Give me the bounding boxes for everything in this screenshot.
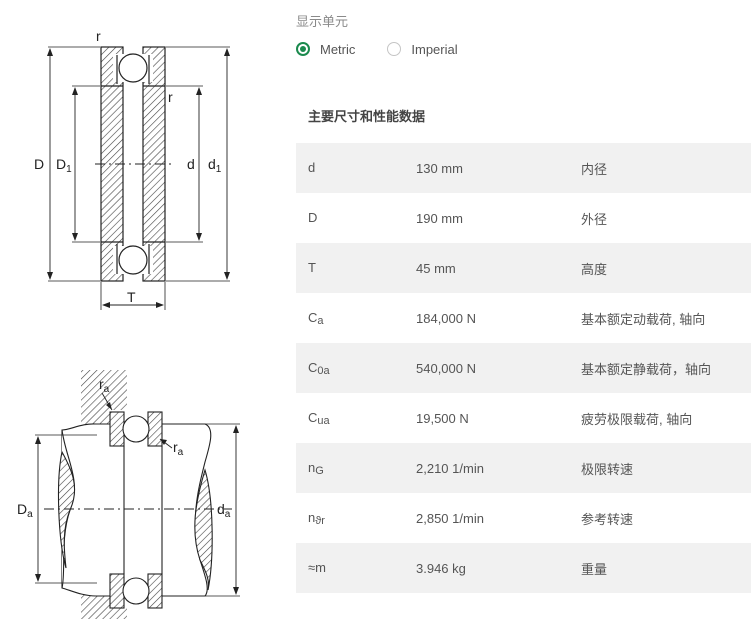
spec-description: 基本额定动载荷, 轴向 [581,311,706,327]
spec-value: 190 mm [416,210,463,226]
table-row: Cua 19,500 N 疲劳极限载荷, 轴向 [296,393,751,443]
metric-option[interactable]: Metric [296,42,355,57]
spec-value: 45 mm [416,260,456,276]
spec-symbol: C0a [308,359,330,377]
table-row: nϑr 2,850 1/min 参考转速 [296,493,751,543]
label-ra-top: ra [99,376,110,395]
table-row: T 45 mm 高度 [296,243,751,293]
label-r-inner: r [168,89,173,105]
label-ra-inner: ra [173,439,184,458]
spec-value: 2,210 1/min [416,460,484,476]
label-d1: d1 [208,156,222,175]
spec-description: 极限转速 [581,461,634,477]
bearing-section-drawing [48,46,230,310]
spec-symbol: D [308,209,318,225]
table-row: Ca 184,000 N 基本额定动载荷, 轴向 [296,293,751,343]
table-row: D 190 mm 外径 [296,193,751,243]
table-row: C0a 540,000 N 基本额定静载荷，轴向 [296,343,751,393]
label-Da: Da [17,501,33,520]
spec-symbol: Ca [308,309,324,327]
spec-value: 3.946 kg [416,560,466,576]
spec-symbol: ≈m [308,559,326,575]
spec-symbol: T [308,259,316,275]
spec-value: 19,500 N [416,410,469,426]
spec-description: 高度 [581,261,608,277]
spec-value: 130 mm [416,160,463,176]
spec-description: 内径 [581,161,608,177]
imperial-radio[interactable] [387,42,402,56]
label-da: da [217,501,231,520]
spec-value: 2,850 1/min [416,510,484,526]
section-title: 主要尺寸和性能数据 [308,109,426,124]
spec-description: 参考转速 [581,511,634,527]
mounting-drawing [35,370,240,619]
label-D1: D1 [56,156,72,175]
imperial-option[interactable]: Imperial [387,41,458,57]
metric-radio[interactable] [296,42,310,56]
table-row: ≈m 3.946 kg 重量 [296,543,751,593]
unit-radio-group: Metric Imperial [296,38,490,60]
table-row: d 130 mm 内径 [296,143,751,193]
spec-description: 基本额定静载荷，轴向 [581,361,712,377]
spec-symbol: nϑr [308,509,325,527]
table-row: nG 2,210 1/min 极限转速 [296,443,751,493]
spec-symbol: Cua [308,409,330,427]
label-r-top: r [96,28,101,44]
spec-description: 疲劳极限载荷, 轴向 [581,411,693,427]
spec-description: 重量 [581,561,608,577]
dimension-arrows-bottom [35,402,239,595]
metric-label: Metric [320,41,356,57]
spec-symbol: nG [308,459,324,477]
dimension-arrows-top [47,48,230,308]
label-T: T [127,289,136,305]
spec-description: 外径 [581,211,608,227]
spec-symbol: d [308,159,316,175]
spec-value: 184,000 N [416,310,476,326]
imperial-label: Imperial [411,41,458,57]
label-d: d [187,156,195,172]
spec-table: d 130 mm 内径 D 190 mm 外径 T 45 mm 高度 Ca 18… [296,143,751,593]
bearing-drawings: r r D D1 d d1 T [17,28,240,619]
display-units-label: 显示单元 [296,14,349,29]
spec-value: 540,000 N [416,360,476,376]
label-D: D [34,156,44,172]
